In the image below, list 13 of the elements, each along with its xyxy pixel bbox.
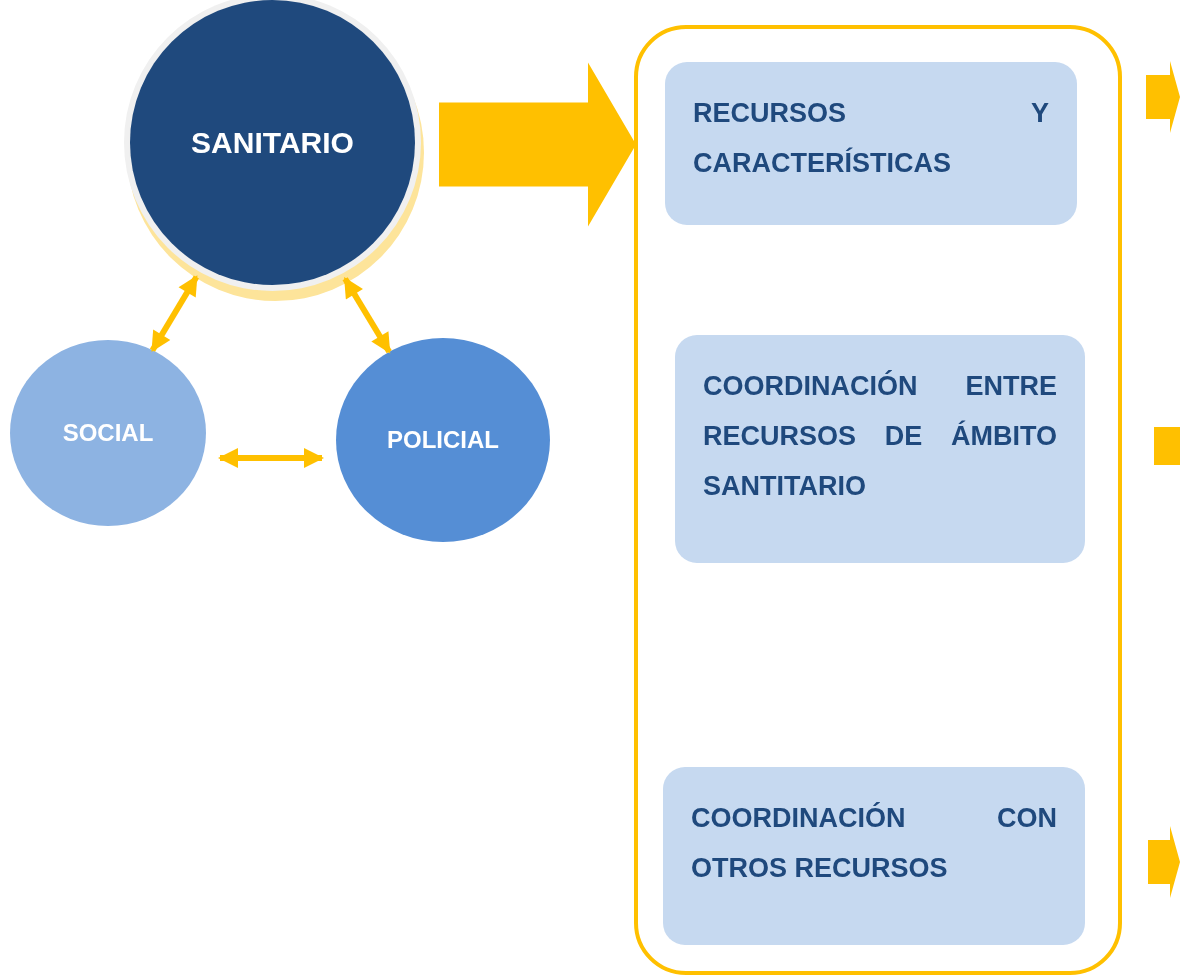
- block-arrow: [1146, 61, 1180, 133]
- block-arrow: [1148, 826, 1180, 898]
- double-arrow: [218, 448, 324, 468]
- circle-node: SOCIAL: [10, 340, 206, 526]
- group-frame: [634, 25, 1122, 975]
- process-box: COORDINACIÓN CON OTROS RECURSOS: [663, 767, 1085, 945]
- connector-bar: [1154, 427, 1180, 465]
- process-box: RECURSOS Y CARACTERÍSTICAS: [665, 62, 1077, 225]
- block-arrow: [439, 62, 636, 227]
- double-arrow: [342, 277, 392, 354]
- double-arrow: [149, 275, 199, 352]
- process-box: COORDINACIÓN ENTRE RECURSOS DE ÁMBITO SANTITARIO: [675, 335, 1085, 563]
- circle-node: POLICIAL: [336, 338, 550, 542]
